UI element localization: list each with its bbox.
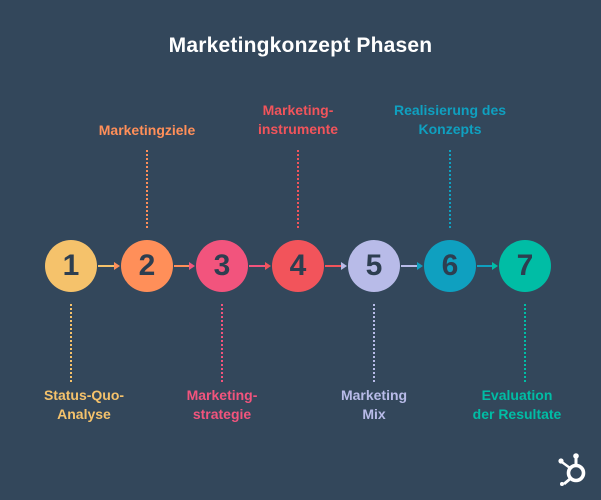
step-4-label-line: instrumente bbox=[257, 121, 339, 137]
step-3-label: Marketing-strategie bbox=[142, 386, 302, 424]
step-6-label-line: Konzepts bbox=[418, 121, 482, 137]
arrow-head-icon bbox=[265, 262, 271, 270]
step-5-label-line: Marketing bbox=[340, 387, 408, 403]
step-1-circle: 1 bbox=[45, 240, 97, 292]
connector-arrow bbox=[249, 265, 265, 267]
step-7-label-line: Evaluation bbox=[481, 387, 553, 403]
step-3-label-line: Marketing- bbox=[186, 387, 258, 403]
step-6-circle: 6 bbox=[424, 240, 476, 292]
step-7-dotted-connector bbox=[524, 304, 526, 382]
arrow-head-icon bbox=[417, 262, 423, 270]
connector-arrow bbox=[325, 265, 341, 267]
step-6-dotted-connector bbox=[449, 150, 451, 228]
step-7-label-line: der Resultate bbox=[472, 406, 562, 422]
step-4-dotted-connector bbox=[297, 150, 299, 228]
hubspot-logo-icon bbox=[558, 453, 586, 486]
step-2-label-line: Marketingziele bbox=[98, 122, 196, 138]
step-1-label: Status-Quo- Analyse bbox=[4, 386, 164, 424]
arrow-head-icon bbox=[492, 262, 498, 270]
step-4-label-line: Marketing- bbox=[262, 102, 334, 118]
arrow-head-icon bbox=[189, 262, 195, 270]
step-4-circle: 4 bbox=[272, 240, 324, 292]
step-3-circle: 3 bbox=[196, 240, 248, 292]
step-4-label: Marketing-instrumente bbox=[218, 101, 378, 139]
step-6-label-line: Realisierung des bbox=[393, 102, 507, 118]
step-7-label: Evaluation der Resultate bbox=[437, 386, 597, 424]
step-2-label: Marketingziele bbox=[67, 121, 227, 140]
connector-arrow bbox=[477, 265, 492, 267]
connector-arrow bbox=[401, 265, 417, 267]
step-5-label-line: Mix bbox=[362, 406, 386, 422]
step-1-label-line: Analyse bbox=[57, 406, 111, 422]
step-5-dotted-connector bbox=[373, 304, 375, 382]
step-3-dotted-connector bbox=[221, 304, 223, 382]
connector-arrow bbox=[174, 265, 189, 267]
step-3-label-line: strategie bbox=[192, 406, 252, 422]
step-2-dotted-connector bbox=[146, 150, 148, 228]
step-2-circle: 2 bbox=[121, 240, 173, 292]
arrow-head-icon bbox=[341, 262, 347, 270]
step-1-dotted-connector bbox=[70, 304, 72, 382]
step-7-circle: 7 bbox=[499, 240, 551, 292]
step-1-label-line: Status-Quo- bbox=[43, 387, 125, 403]
arrow-head-icon bbox=[114, 262, 120, 270]
step-5-circle: 5 bbox=[348, 240, 400, 292]
connector-arrow bbox=[98, 265, 114, 267]
page-title: Marketingkonzept Phasen bbox=[168, 34, 433, 57]
